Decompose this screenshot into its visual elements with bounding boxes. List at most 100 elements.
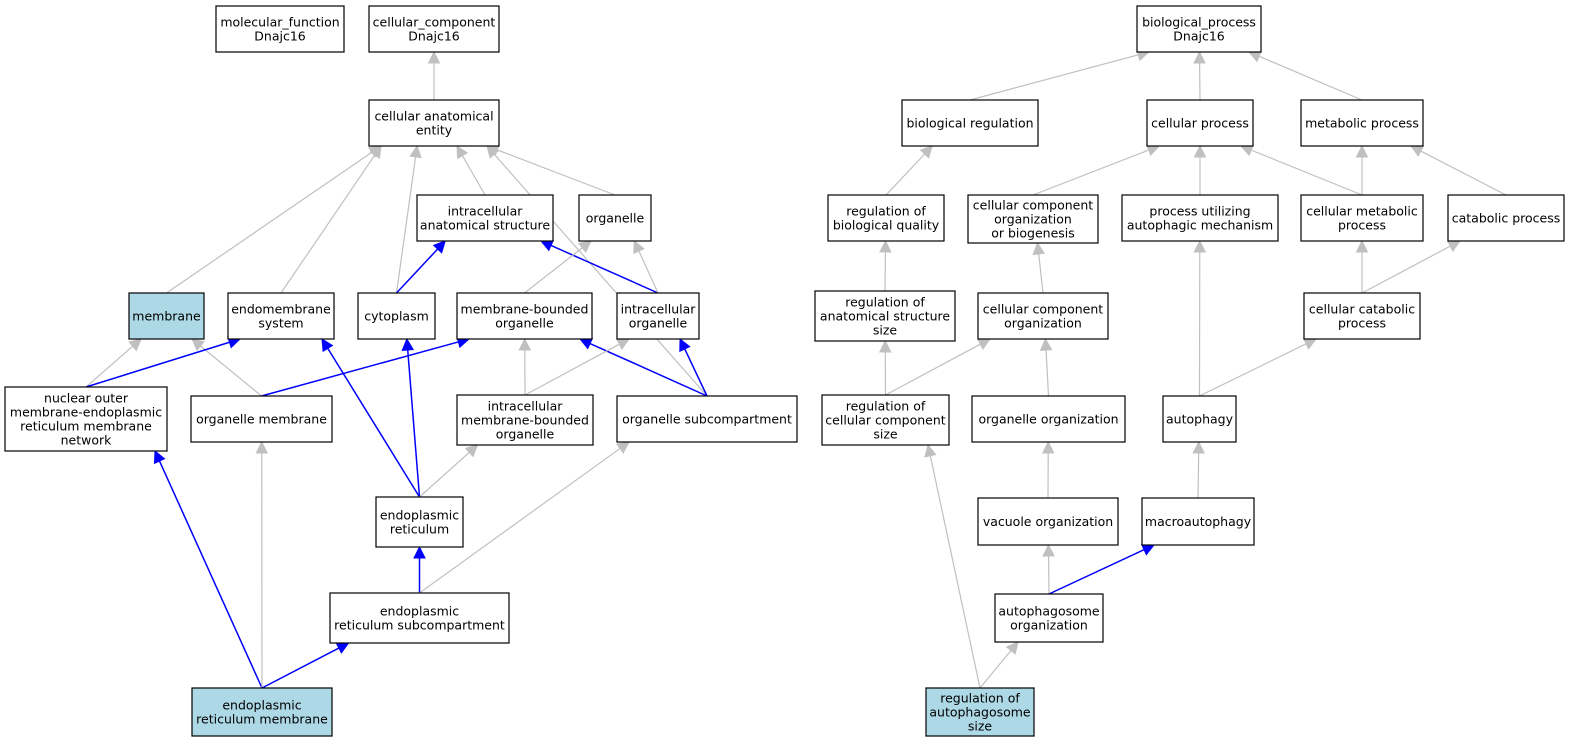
node-box-mem [128, 292, 205, 340]
node-label-ao: autophagosome [998, 604, 1100, 619]
node-label-nom: membrane-endoplasmic [10, 405, 162, 420]
node-label-ras: regulation of [940, 691, 1020, 706]
node-box-cc [368, 5, 500, 53]
node-box-ao [994, 593, 1104, 643]
node-box-mp [1300, 99, 1424, 147]
edge-vo-to-oo [1041, 440, 1055, 499]
node-box-cae [368, 99, 500, 147]
node-label-cc: Dnajc16 [408, 29, 460, 44]
node-label-osc: organelle subcompartment [622, 412, 792, 427]
edge-ccp-to-cmp [1355, 239, 1369, 293]
node-cp: cellular process [1146, 99, 1254, 147]
node-label-puam: process utilizing [1149, 204, 1250, 219]
node-box-er [375, 496, 464, 548]
node-label-rbq: biological quality [833, 218, 940, 233]
node-box-rass [814, 290, 956, 342]
node-box-oo [971, 395, 1126, 443]
edge-erm-to-om [255, 440, 269, 689]
node-label-ccob: organization [994, 212, 1072, 227]
edge-cyt-to-cae [395, 144, 422, 294]
node-breg: biological regulation [901, 99, 1039, 147]
node-box-cyt [357, 292, 436, 340]
node-box-osc [616, 395, 798, 443]
edge-aut-to-ccp [1199, 338, 1318, 397]
nodes-layer: molecular_functionDnajc16cellular_compon… [4, 5, 1565, 737]
node-label-ras: size [968, 719, 993, 734]
edge-er-to-imbo [419, 444, 479, 498]
node-label-cco: organization [1004, 316, 1082, 331]
node-label-imbo: organelle [496, 427, 555, 442]
node-label-rass: anatomical structure [820, 309, 950, 324]
node-box-cmp [1300, 194, 1424, 242]
edge-rbq-to-breg [885, 145, 933, 196]
node-box-ras [925, 687, 1035, 737]
node-label-cp: cellular process [1151, 116, 1249, 131]
node-label-rccs: size [873, 427, 898, 442]
node-box-om [190, 395, 333, 443]
edge-org-to-cae [485, 144, 616, 196]
node-label-imbo: intracellular [488, 399, 564, 414]
node-label-cmp: cellular metabolic [1306, 204, 1418, 219]
node-box-bp [1136, 5, 1262, 53]
edge-om-to-mem [191, 338, 262, 397]
node-label-ersc: endoplasmic [380, 604, 459, 619]
node-label-cae: cellular anatomical [374, 109, 493, 124]
node-label-erm: endoplasmic [222, 698, 301, 713]
edge-ersc-to-er [413, 545, 426, 593]
edge-er-to-ems [321, 338, 421, 498]
node-label-er: reticulum [390, 522, 449, 537]
node-label-cae: entity [416, 123, 453, 138]
node-label-ccob: or biogenesis [991, 226, 1075, 241]
edge-ias-to-cae [456, 145, 486, 196]
node-label-ersc: reticulum subcompartment [334, 618, 505, 633]
edge-ems-to-cae [280, 145, 382, 294]
node-org: organelle [578, 194, 652, 242]
node-label-om: organelle membrane [196, 412, 327, 427]
node-label-ems: endomembrane [231, 302, 331, 317]
edge-imbo-to-io [524, 338, 630, 396]
node-label-ccob: cellular component [973, 198, 1093, 213]
edge-cae-to-cc [427, 50, 441, 100]
node-label-mbo: organelle [495, 316, 554, 331]
edge-er-to-cyt [401, 337, 421, 498]
edge-cco-to-ccob [1032, 241, 1046, 294]
node-label-bp: biological_process [1142, 15, 1256, 30]
edge-ras-to-rccs [924, 443, 981, 689]
edge-oo-to-cco [1039, 337, 1053, 397]
node-label-ras: autophagosome [929, 705, 1031, 720]
node-label-io: organelle [629, 316, 688, 331]
node-label-mem: membrane [132, 309, 201, 324]
edge-cyt-to-ias [395, 240, 446, 294]
node-box-mbo [456, 292, 593, 340]
node-box-mf [215, 5, 345, 53]
node-osc: organelle subcompartment [616, 395, 798, 443]
node-box-ccob [967, 194, 1099, 244]
edge-ao-to-vo [1042, 543, 1055, 595]
node-box-aut [1162, 395, 1237, 443]
node-box-io [616, 292, 700, 340]
node-label-mf: molecular_function [220, 15, 339, 30]
node-label-io: intracellular [621, 302, 697, 317]
edge-mp-to-bp [1247, 50, 1363, 101]
node-box-nom [4, 386, 168, 452]
edge-ao-to-macro [1048, 544, 1156, 595]
node-label-rbq: regulation of [846, 204, 926, 219]
node-box-vo [977, 497, 1119, 546]
edge-breg-to-bp [969, 48, 1151, 101]
node-label-rass: regulation of [845, 295, 925, 310]
node-label-oo: organelle organization [978, 412, 1118, 427]
node-nom: nuclear outermembrane-endoplasmicreticul… [4, 386, 168, 452]
node-label-er: endoplasmic [380, 508, 459, 523]
node-label-mp: metabolic process [1305, 116, 1419, 131]
